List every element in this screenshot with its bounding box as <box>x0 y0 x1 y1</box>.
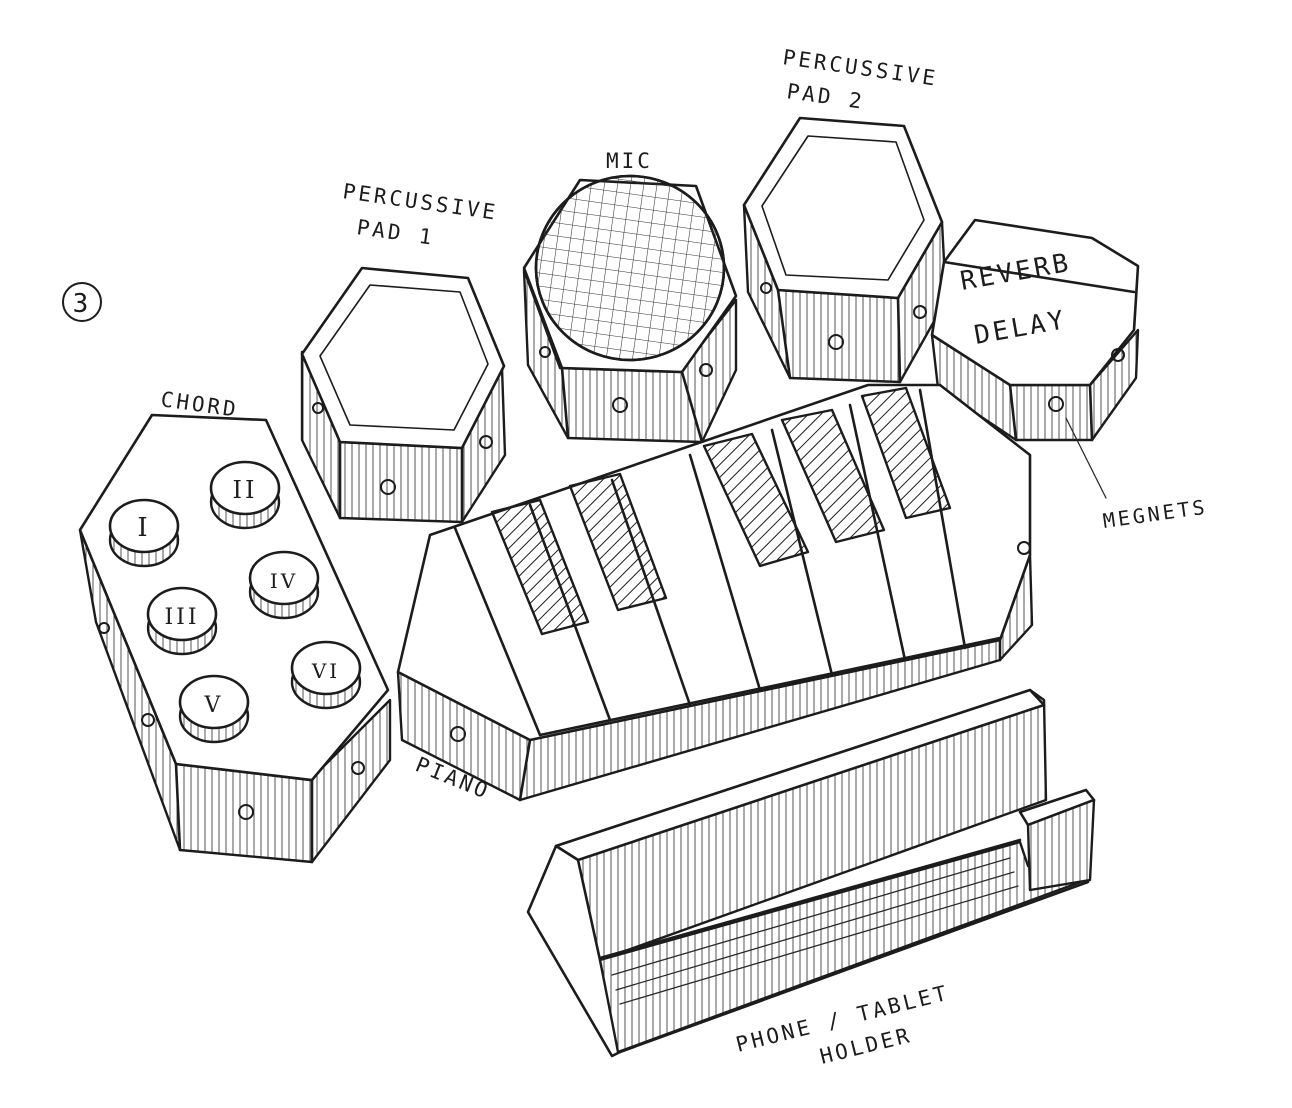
chord-button-1-label: I <box>137 513 150 543</box>
piano-black-keys <box>490 386 952 636</box>
chord-button-6: VI <box>290 640 362 710</box>
chord-module: I II III IV V VI CHORD <box>78 387 392 864</box>
chord-button-1: I <box>108 498 180 568</box>
mic-label: MIC <box>606 149 653 173</box>
mic-module: MIC <box>522 149 738 444</box>
chord-button-3-label: III <box>164 605 199 630</box>
number-mark-text: 3 <box>73 289 92 319</box>
pad2-label-line2: PAD 2 <box>785 79 866 114</box>
sketch-number-mark: 3 <box>62 282 102 322</box>
percussive-pad-2: PERCUSSIVE PAD 2 <box>742 45 948 384</box>
chord-button-5-label: V <box>204 693 224 718</box>
chord-button-2-label: II <box>233 476 258 504</box>
reverb-delay-module: REVERB DELAY <box>930 218 1140 442</box>
chord-button-2: II <box>209 460 281 530</box>
chord-button-6-label: VI <box>311 659 340 683</box>
chord-button-5: V <box>178 674 250 744</box>
pad1-label-line2: PAD 1 <box>355 215 436 250</box>
magnets-label: MEGNETS <box>1101 495 1209 533</box>
chord-button-4-label: IV <box>270 569 298 593</box>
percussive-pad-1: PERCUSSIVE PAD 1 <box>300 179 507 524</box>
chord-button-4: IV <box>248 550 320 620</box>
piano-module: PIANO <box>396 383 1034 804</box>
chord-button-3: III <box>146 586 218 656</box>
